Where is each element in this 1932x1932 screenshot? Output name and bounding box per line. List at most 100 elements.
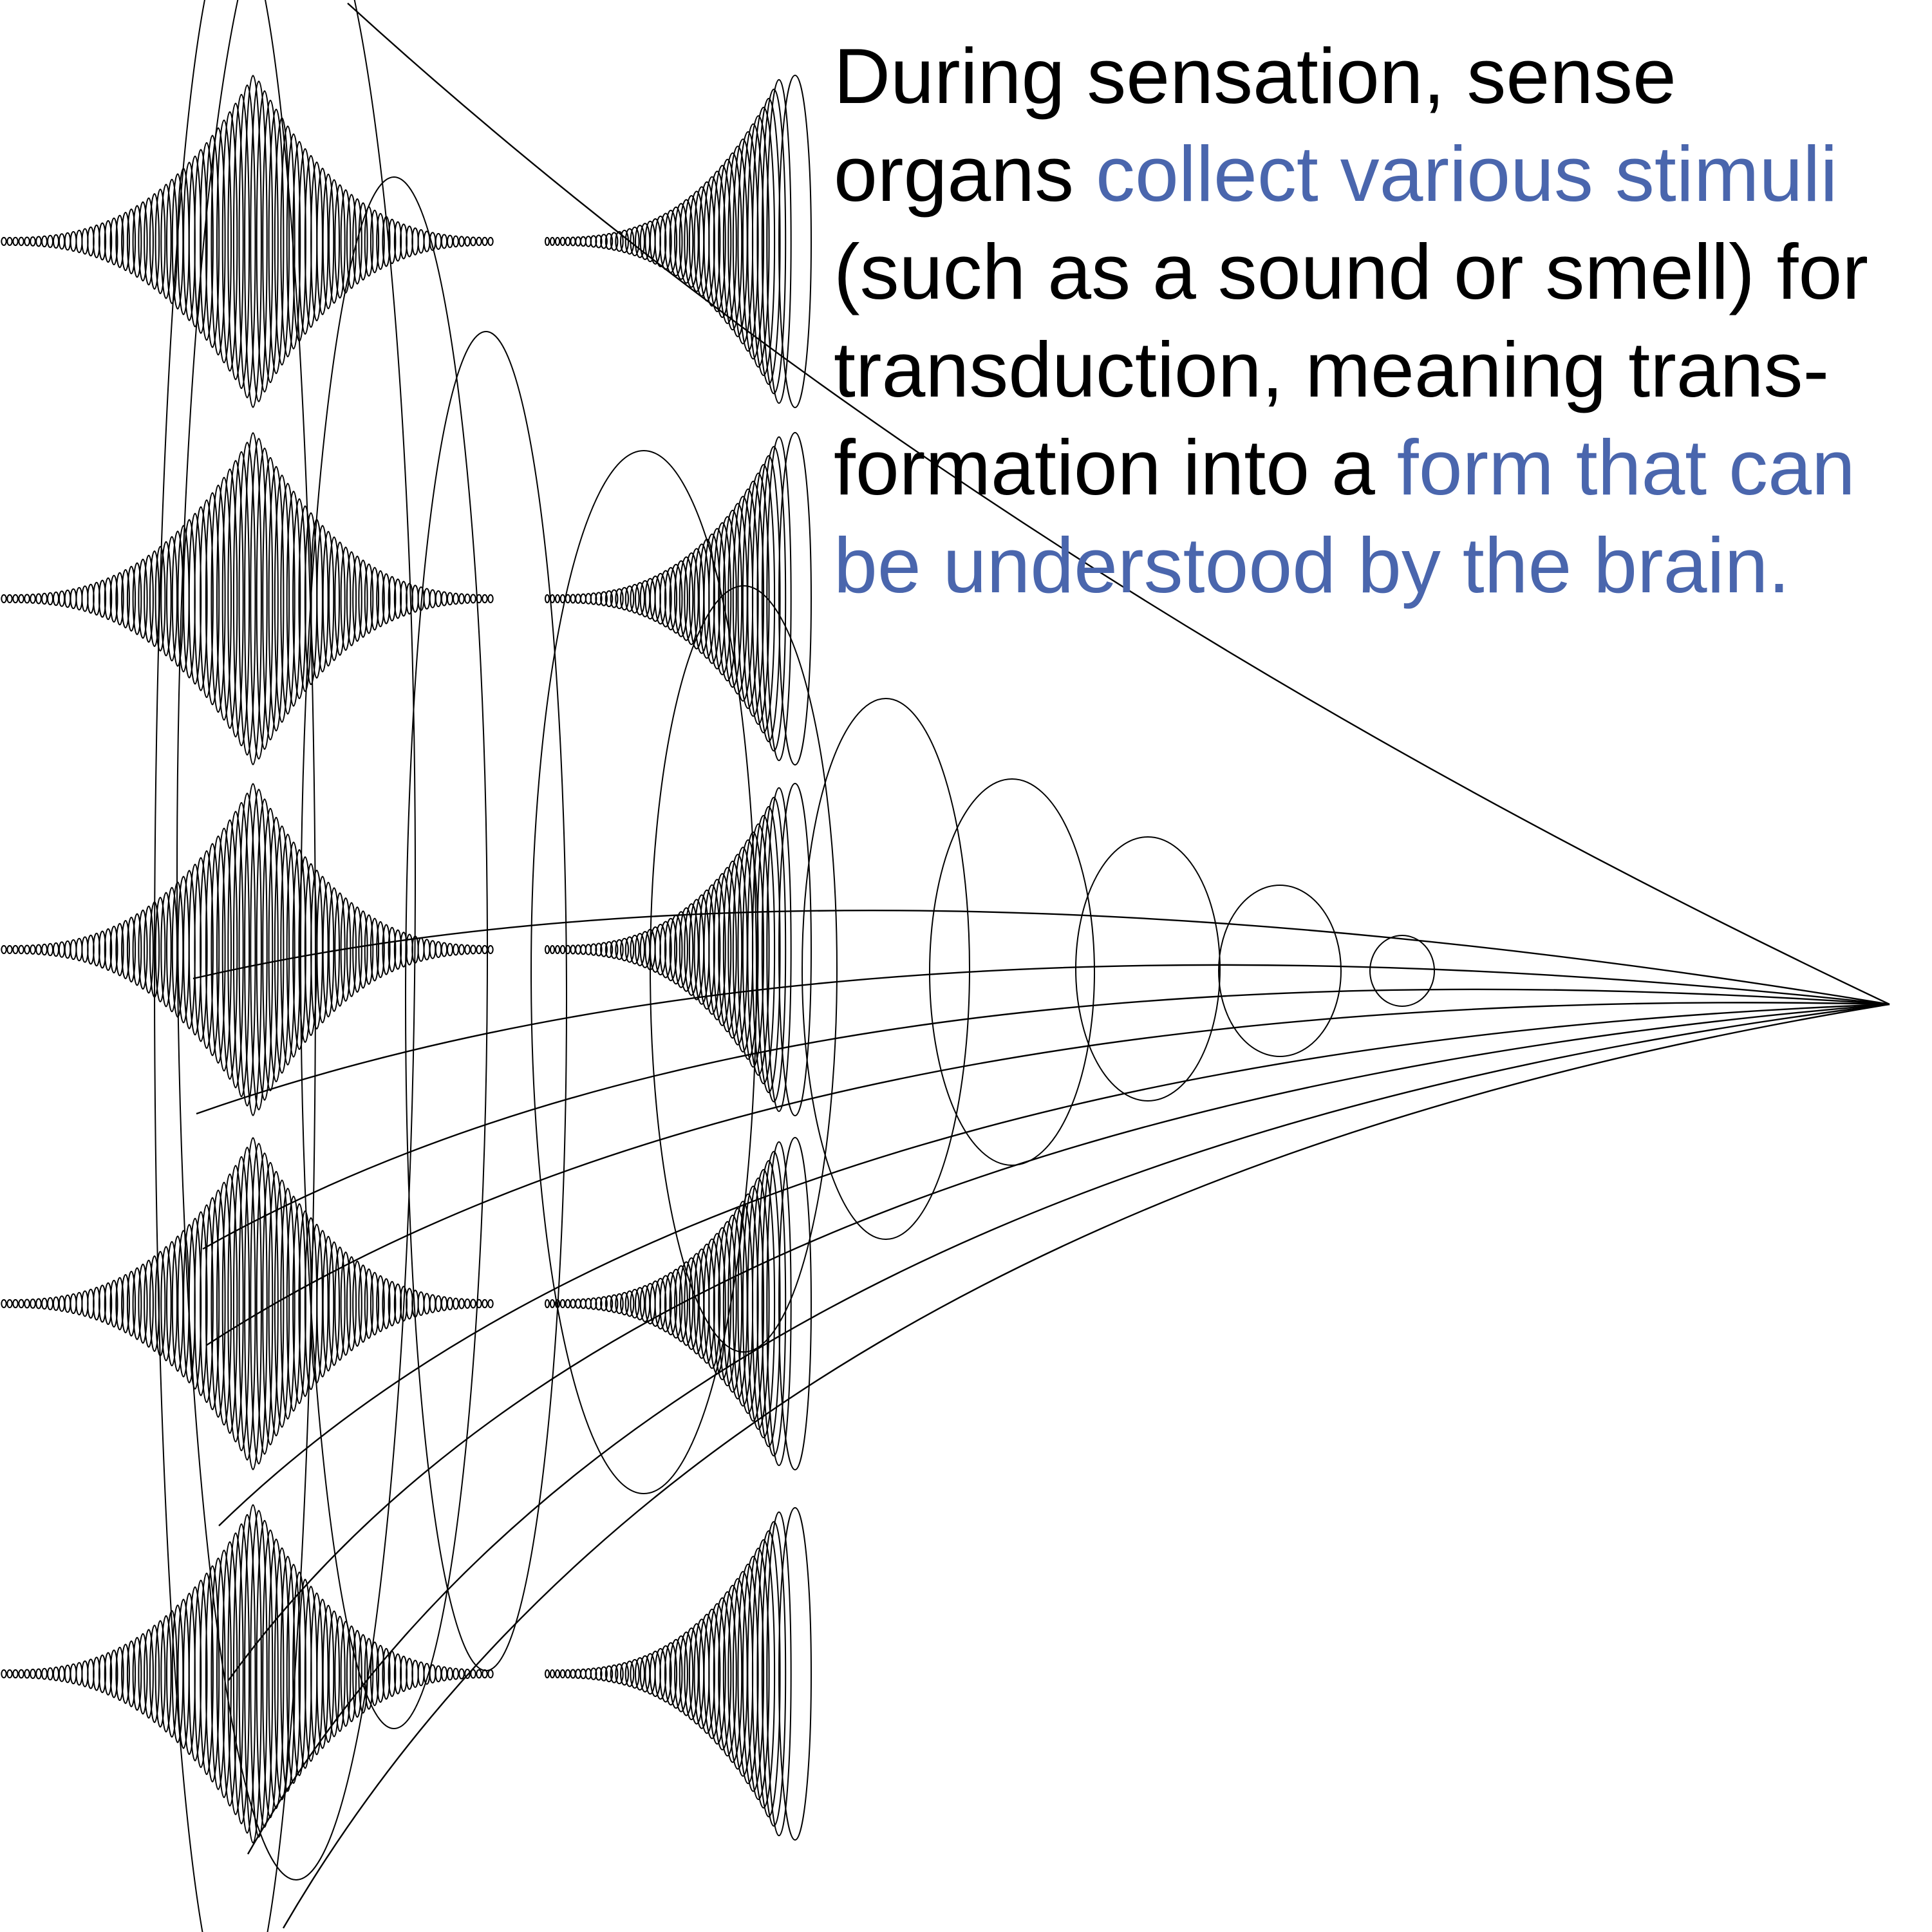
wave-ellipse bbox=[216, 476, 232, 721]
wave-ellipse bbox=[751, 464, 776, 734]
wave-ellipse bbox=[115, 214, 124, 268]
wave-ellipse bbox=[221, 819, 238, 1080]
wave-ellipse bbox=[155, 189, 166, 294]
wave-ellipse bbox=[549, 945, 556, 954]
wave-ellipse bbox=[280, 834, 295, 1065]
converging-line bbox=[228, 1003, 1890, 1681]
wave-ellipse bbox=[166, 536, 178, 662]
wave-ellipse bbox=[370, 917, 380, 982]
wave-ellipse bbox=[41, 235, 48, 248]
wave-ellipse bbox=[447, 1667, 453, 1681]
wave-ellipse bbox=[435, 590, 442, 608]
tunnel-ellipse bbox=[154, 0, 316, 1932]
wave-ellipse bbox=[708, 528, 726, 670]
wave-ellipse bbox=[334, 541, 346, 656]
tunnel-ellipse bbox=[300, 176, 488, 1729]
wave-ellipse bbox=[722, 1214, 743, 1393]
wave-ellipse bbox=[610, 1294, 619, 1313]
wave-ellipse bbox=[669, 1638, 683, 1709]
wave-ellipse bbox=[545, 945, 550, 954]
wave-ellipse bbox=[194, 506, 208, 691]
wave-ellipse bbox=[610, 232, 619, 251]
wave-ellipse bbox=[244, 1504, 262, 1844]
wave-ellipse bbox=[440, 942, 448, 957]
wave-ellipse bbox=[244, 75, 262, 408]
wave-ellipse bbox=[453, 1297, 459, 1310]
wave-ellipse bbox=[756, 1160, 781, 1447]
wave-ellipse bbox=[737, 488, 759, 709]
wave-ellipse bbox=[194, 1211, 208, 1396]
wave-ellipse bbox=[358, 1264, 368, 1343]
converging-line bbox=[218, 1003, 1890, 1526]
wave-ellipse bbox=[250, 789, 268, 1111]
wave-ellipse bbox=[30, 1299, 36, 1309]
wave-ellipse bbox=[30, 236, 36, 247]
wave-ellipse bbox=[352, 906, 362, 993]
wave-ellipse bbox=[778, 75, 812, 408]
wave-ellipse bbox=[144, 554, 154, 643]
wave-ellipse bbox=[64, 1294, 71, 1313]
wave-ellipse bbox=[610, 940, 619, 959]
wave-ellipse bbox=[12, 1669, 19, 1679]
wave-ellipse bbox=[778, 783, 812, 1116]
wave-ellipse bbox=[250, 438, 268, 760]
wave-ellipse bbox=[610, 589, 619, 608]
wave-ellipse bbox=[679, 1631, 694, 1716]
wave-ellipse bbox=[605, 1665, 614, 1683]
wave-ellipse bbox=[559, 1299, 566, 1309]
wave-ellipse bbox=[358, 910, 368, 989]
wave-ellipse bbox=[659, 921, 672, 979]
wave-ellipse bbox=[417, 1661, 425, 1687]
wave-ellipse bbox=[250, 1143, 268, 1465]
wave-ellipse bbox=[166, 1609, 178, 1738]
wave-ellipse bbox=[70, 588, 77, 610]
converging-lines bbox=[192, 3, 1890, 1929]
tunnel-ellipse bbox=[929, 778, 1095, 1166]
wave-ellipse bbox=[659, 1275, 672, 1333]
wave-ellipse bbox=[718, 158, 737, 324]
wave-ellipse bbox=[565, 1299, 571, 1309]
wave-ellipse bbox=[64, 589, 71, 608]
wave-ellipse bbox=[286, 1196, 301, 1412]
wave-ellipse bbox=[64, 1664, 71, 1683]
wave-ellipse bbox=[674, 560, 688, 637]
wave-ellipse bbox=[470, 236, 476, 247]
wave-ellipse bbox=[708, 1603, 726, 1745]
wave-ellipse bbox=[742, 1555, 765, 1792]
wave-ellipse bbox=[188, 1217, 202, 1390]
wave-ellipse bbox=[554, 1669, 561, 1678]
wave-ellipse bbox=[674, 1635, 688, 1712]
wave-ellipse bbox=[216, 1181, 232, 1426]
wave-ellipse bbox=[104, 220, 113, 263]
wave-ellipse bbox=[35, 944, 42, 955]
wave-ellipse bbox=[47, 943, 53, 957]
wave-ellipse bbox=[417, 229, 425, 254]
wave-ellipse bbox=[109, 1279, 118, 1328]
wave-ellipse bbox=[654, 572, 667, 625]
wave-ellipse bbox=[453, 235, 459, 248]
wave-ellipse bbox=[766, 1141, 792, 1467]
wave-ellipse bbox=[12, 1299, 19, 1309]
tunnel-ellipse bbox=[530, 450, 757, 1494]
wave-ellipse bbox=[268, 108, 285, 375]
wave-ellipse bbox=[559, 1669, 566, 1679]
wave-ellipse bbox=[447, 1297, 453, 1311]
wave-ellipse bbox=[708, 879, 726, 1020]
wave-ellipse bbox=[570, 594, 576, 604]
caption-line: During sensation, sense bbox=[834, 27, 1928, 125]
wave-ellipse bbox=[262, 1529, 279, 1819]
wave-ellipse bbox=[70, 1663, 77, 1685]
wave-ellipse bbox=[435, 941, 442, 959]
wave-ellipse bbox=[132, 1267, 142, 1340]
wave-ellipse bbox=[751, 106, 776, 377]
wave-ellipse bbox=[778, 1507, 812, 1841]
caption-line: be understood by the brain. bbox=[834, 516, 1928, 614]
wave-ellipse bbox=[549, 1299, 556, 1308]
wave-ellipse bbox=[482, 594, 488, 604]
wave-ellipse bbox=[58, 941, 66, 958]
wave-ellipse bbox=[370, 1271, 380, 1336]
wave-ellipse bbox=[742, 123, 765, 360]
wave-ellipse bbox=[328, 536, 340, 661]
wave-ellipse bbox=[6, 945, 13, 954]
wave-ellipse bbox=[429, 589, 436, 608]
